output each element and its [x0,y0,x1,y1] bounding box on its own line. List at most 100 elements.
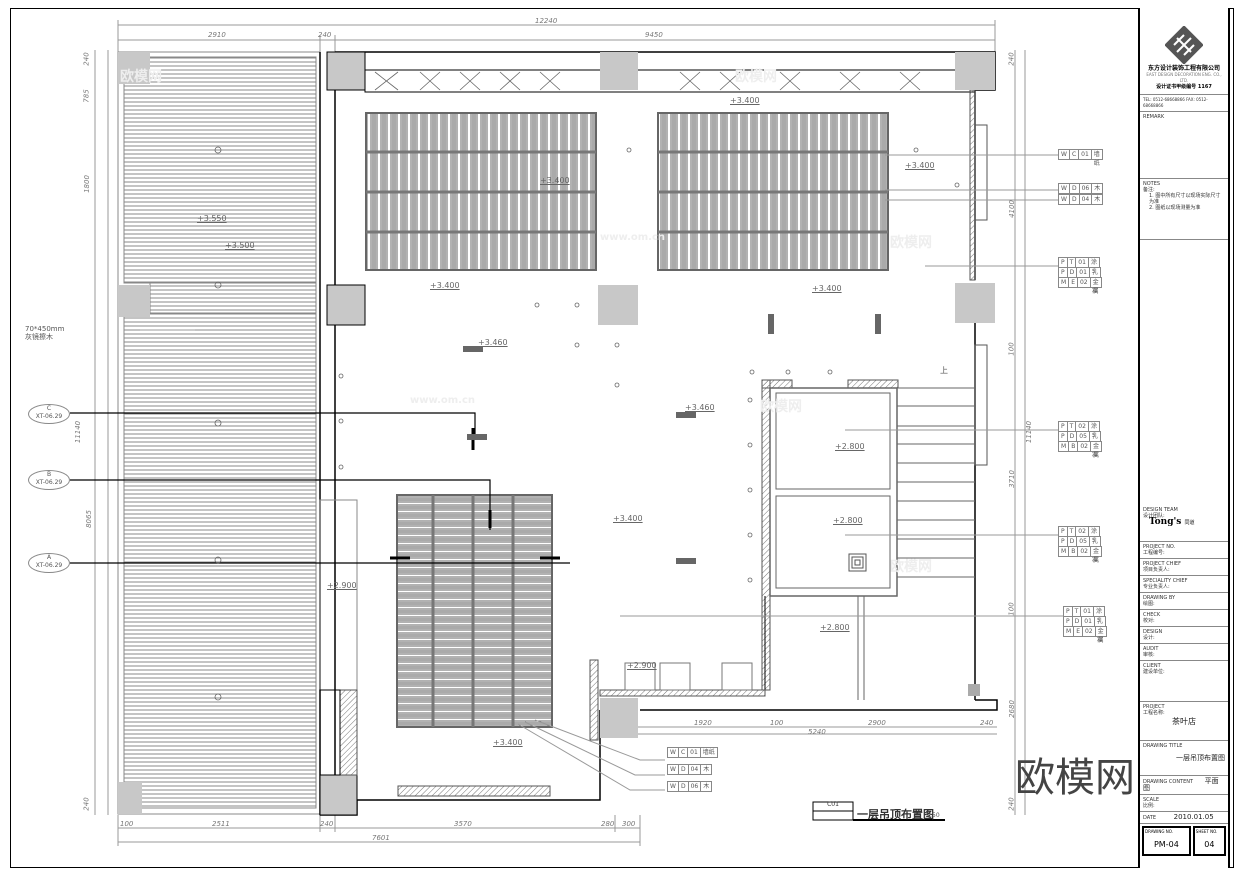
dim-right-5: 2680 [1007,700,1016,718]
notes: NOTES 备注: 1. 图中所有尺寸以现场实际尺寸为准 2. 图纸以现场测量为… [1140,179,1228,240]
floor-plan: 上 [70,20,1063,846]
level-marker: +2.800 [833,516,863,525]
company-header: 东方设计装饰工程有限公司 EAST DESIGN DECORATION ENG.… [1140,8,1228,95]
dim-bottom-3: 3570 [454,820,472,828]
dim-br-1: 100 [770,719,784,727]
drawing-no-box: DRAWING NO. PM-04 [1142,826,1191,856]
level-marker: +3.460 [685,403,715,412]
watermark: 欧模网 [735,69,777,85]
dim-bottom-1: 2511 [212,820,230,828]
sheet-no-box: SHEET NO. 04 [1192,826,1226,856]
dim-right-2: 100 [1007,342,1016,356]
brand-logo: Tong's [1149,517,1182,527]
drawing-scale: :50 [930,812,940,819]
watermark: www.om.cn [410,395,476,406]
stair-up-label: 上 [940,366,948,375]
watermark: 欧模网 [890,235,932,251]
material-note-name: 灰镜擦木 [25,333,53,341]
material-note-size: 70*450mm [25,325,65,333]
field-project-no: PROJECT NO.工程编号: [1140,542,1228,559]
drawing-title: 一层吊顶布置图 [857,808,934,821]
dim-right-4: 100 [1007,602,1016,616]
sheet-numbers: DRAWING NO. PM-04 SHEET NO. 04 [1140,824,1228,858]
date-value: 2010.01.05 [1173,813,1214,821]
level-marker: +2.900 [327,581,357,590]
dim-br-3: 240 [980,719,994,727]
level-marker: +3.400 [430,281,460,290]
dim-right-1: 4100 [1007,200,1016,218]
dim-top-2: 9450 [645,31,663,39]
dim-left-3: 8065 [84,510,93,528]
level-marker: +3.400 [540,176,570,185]
level-marker: +3.550 [197,214,227,223]
company-name-en: EAST DESIGN DECORATION ENG. CO., LTD. [1146,72,1222,83]
dim-right-3: 3710 [1007,470,1016,488]
sheet-code: PM-04 [1153,840,1179,849]
license-number: 1167 [1197,84,1212,90]
dim-br-2: 2900 [868,719,886,727]
dim-bottom-total: 7601 [372,834,390,842]
dim-right-total: 11140 [1025,420,1034,444]
watermark: www.om.cn [600,232,666,243]
drawing-title-section: DRAWING TITLE 一层吊顶布置图 [1140,741,1228,776]
material-note: 70*450mm 灰镜擦木 [25,325,64,341]
dim-left-0: 240 [82,52,91,66]
level-marker: +2.900 [627,661,657,670]
drawing-content: DRAWING CONTENT 平面图 [1140,776,1228,795]
level-marker: +3.500 [225,241,255,250]
level-marker: +3.400 [812,284,842,293]
dim-br-total: 5240 [808,728,826,736]
dim-right-0: 240 [1007,52,1016,66]
drawing-title-value: 一层吊顶布置图 [1176,754,1225,762]
sheet-number: 04 [1204,840,1215,849]
drawing-number: C01 [827,801,839,808]
company-logo-icon [1164,25,1204,65]
date-field: DATE 2010.01.05 [1140,812,1228,824]
remarks: REMARK [1140,112,1228,179]
dim-left-total: 11140 [74,420,83,444]
title-block: 东方设计装饰工程有限公司 EAST DESIGN DECORATION ENG.… [1138,8,1230,868]
dim-bottom-0: 100 [120,820,134,828]
dim-bottom-4: 280 [601,820,615,828]
dim-bottom-2: 240 [320,820,334,828]
level-marker: +3.400 [493,738,523,747]
level-marker: +2.800 [820,623,850,632]
dim-br-0: 1920 [694,719,712,727]
project-name: 茶叶店 [1172,717,1196,726]
level-marker: +2.800 [835,442,865,451]
level-marker: +3.400 [613,514,643,523]
dim-top-total: 12240 [535,17,558,25]
drawing-frame [10,8,1234,868]
level-marker: +3.460 [478,338,508,347]
dim-bottom-5: 300 [622,820,636,828]
watermark: 欧模网 [120,69,162,85]
dim-left-2: 1800 [82,175,91,193]
watermark-large: 欧模网 [1015,755,1135,801]
level-marker: +3.400 [905,161,935,170]
company-name: 东方设计装饰工程有限公司 [1147,65,1220,72]
license-label: 设计证书甲级编号 [1156,84,1197,90]
dim-left-4: 240 [82,797,91,811]
level-marker: +3.400 [730,96,760,105]
contact: TEL: 0512-68668866 FAX: 0512-68668866 [1140,95,1228,112]
dim-top-0: 2910 [208,31,226,39]
watermark: 欧模网 [760,399,802,415]
dim-top-1: 240 [318,31,332,39]
watermark: 欧模网 [890,559,932,575]
